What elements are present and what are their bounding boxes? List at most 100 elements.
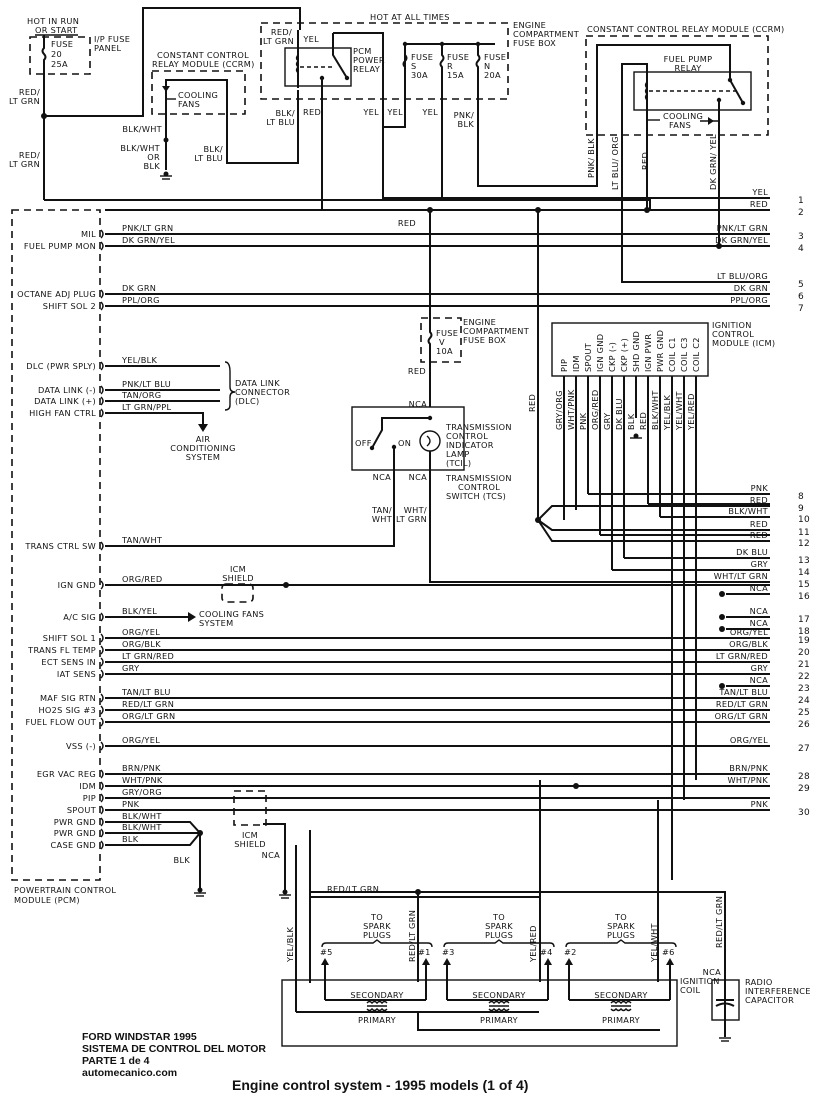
pcm-pin-label: CASE GND bbox=[51, 840, 96, 850]
footer-link[interactable]: automecanico.com bbox=[82, 1067, 177, 1079]
pcm-power-relay bbox=[284, 47, 352, 87]
connector-icon bbox=[100, 408, 104, 418]
icm-shield-label-2: SHIELD bbox=[234, 839, 266, 849]
connector-icon bbox=[100, 693, 104, 703]
icm-pin-label: SHD GND bbox=[631, 331, 641, 372]
wire-label: RED/LT GRN bbox=[407, 910, 417, 962]
connector-wire-label: GRY bbox=[751, 559, 769, 569]
connector-wire-label: DK BLU bbox=[736, 547, 768, 557]
connector-number: 26 bbox=[798, 720, 810, 730]
wire-label: BLK/WHT bbox=[122, 822, 162, 832]
wire-label: RED/LT GRN bbox=[122, 699, 174, 709]
ignition-coil-box bbox=[281, 979, 678, 1047]
ignition-coil-label: IGNITION bbox=[680, 976, 720, 986]
connector-number: 4 bbox=[798, 244, 804, 254]
wire bbox=[295, 982, 660, 1031]
to-spark-plugs-label: TO bbox=[492, 912, 505, 922]
connector-number: 27 bbox=[798, 744, 810, 754]
nca-label: NCA bbox=[262, 850, 280, 860]
to-spark-plugs-label: TO bbox=[370, 912, 383, 922]
connector-icon bbox=[100, 633, 104, 643]
connector-wire-label: RED bbox=[750, 519, 768, 529]
brace-icon bbox=[443, 939, 555, 948]
spark-plug-label: #6 bbox=[662, 947, 675, 957]
wire-label: GRY/ORG bbox=[554, 390, 564, 430]
wire-label: BLK/ bbox=[275, 108, 295, 118]
footer-line-2: SISTEMA DE CONTROL DEL MOTOR bbox=[82, 1043, 266, 1055]
wire-label: RED/ bbox=[19, 150, 40, 160]
icm-shield-label: ICM bbox=[242, 830, 258, 840]
spark-plug-label: #4 bbox=[540, 947, 553, 957]
fuse-s-icon bbox=[402, 44, 408, 78]
capacitor-label: RADIO bbox=[745, 977, 773, 987]
wire-label: LT BLU bbox=[266, 117, 295, 127]
connector-number: 13 bbox=[798, 556, 810, 566]
connector-wire-label: LT GRN/RED bbox=[716, 651, 768, 661]
connector-icon bbox=[100, 541, 104, 551]
connector-number: 14 bbox=[798, 568, 810, 578]
diode-icon bbox=[162, 86, 170, 92]
icm-pin-label: COIL C3 bbox=[679, 337, 689, 372]
connector-number: 5 bbox=[798, 280, 804, 290]
connector-wire-label: GRY bbox=[751, 663, 769, 673]
engine-compartment-fuse-box: HOT AT ALL TIMES ENGINE COMPARTMENT FUSE… bbox=[260, 12, 598, 210]
pcm-pin-label: TRANS FL TEMP bbox=[27, 645, 96, 655]
footer-line-1: FORD WINDSTAR 1995 bbox=[82, 1031, 197, 1043]
or-start-label: OR START bbox=[35, 25, 78, 35]
icm-shield-label: ICM bbox=[230, 564, 246, 574]
wire-label: RED/LT GRN bbox=[714, 896, 724, 948]
connector-number: 9 bbox=[798, 504, 804, 514]
tcil-label-5: (TCIL) bbox=[446, 458, 471, 468]
to-spark-plugs-label-3: PLUGS bbox=[485, 930, 513, 940]
pcm-pin-label: IAT SENS bbox=[57, 669, 96, 679]
wire-label: GRY bbox=[122, 663, 140, 673]
primary-label: PRIMARY bbox=[480, 1015, 519, 1025]
pcm-pin-label: OCTANE ADJ PLUG bbox=[17, 289, 96, 299]
dlc-label-3: (DLC) bbox=[235, 396, 259, 406]
pcm-pin-label: PWR GND bbox=[54, 828, 96, 838]
connector-number: 7 bbox=[798, 304, 804, 314]
wire-label: RED/ bbox=[19, 87, 40, 97]
fuse-n-id: N bbox=[484, 61, 490, 71]
pcm-pin-label: SHIFT SOL 1 bbox=[43, 633, 96, 643]
wire-label: LT GRN bbox=[9, 96, 40, 106]
connector-wire-label: PPL/ORG bbox=[730, 295, 768, 305]
splice-icon bbox=[535, 517, 541, 523]
connector-icon bbox=[100, 241, 104, 251]
wire-label: LT BLU bbox=[194, 153, 223, 163]
connector-number: 8 bbox=[798, 492, 804, 502]
wire-label: ORG/BLK bbox=[122, 639, 161, 649]
wire-label: PPL/ORG bbox=[122, 295, 160, 305]
pcm-pin-label: A/C SIG bbox=[63, 612, 96, 622]
fuse-20-icon bbox=[41, 35, 47, 200]
fuse-n-label: FUSE bbox=[484, 52, 506, 62]
connector-wire-label: YEL bbox=[751, 187, 768, 197]
wire-label: BLK/YEL bbox=[122, 606, 157, 616]
icm-pin-label: COIL C1 bbox=[667, 337, 677, 372]
wire-label: ORG/RED bbox=[122, 574, 163, 584]
brace-icon bbox=[321, 939, 433, 948]
wire-label: LT GRN bbox=[9, 159, 40, 169]
connector-wire-label: RED bbox=[750, 199, 768, 209]
fuse-v-icon bbox=[427, 318, 433, 407]
wire-label: YEL/WHT bbox=[674, 390, 684, 431]
fuse-n-rating: 20A bbox=[484, 70, 501, 80]
tcil-label-4: LAMP bbox=[446, 449, 470, 459]
wire-label: TAN/ORG bbox=[121, 390, 161, 400]
wire-label: YEL bbox=[421, 107, 438, 117]
connector-wire-label: WHT/PNK bbox=[727, 775, 768, 785]
icm-pin-label: IGN PWR bbox=[643, 334, 653, 372]
wire-label: BLK/WHT bbox=[122, 811, 162, 821]
ignition-control-module: IGNITION CONTROL MODULE (ICM) PIPGRY/ORG… bbox=[535, 320, 775, 880]
fuse-20-label: FUSE bbox=[51, 39, 73, 49]
spark-plug-label: #3 bbox=[442, 947, 455, 957]
wire-label: YEL bbox=[386, 107, 403, 117]
wire-label: YEL bbox=[302, 34, 319, 44]
wire-label: BRN/PNK bbox=[122, 763, 161, 773]
connector-number: 22 bbox=[798, 672, 810, 682]
connector-wire-label: ORG/LT GRN bbox=[715, 711, 768, 721]
connector-number: 20 bbox=[798, 648, 810, 658]
coil-winding-icon bbox=[610, 1000, 632, 1012]
wire-label: RED bbox=[638, 412, 648, 430]
